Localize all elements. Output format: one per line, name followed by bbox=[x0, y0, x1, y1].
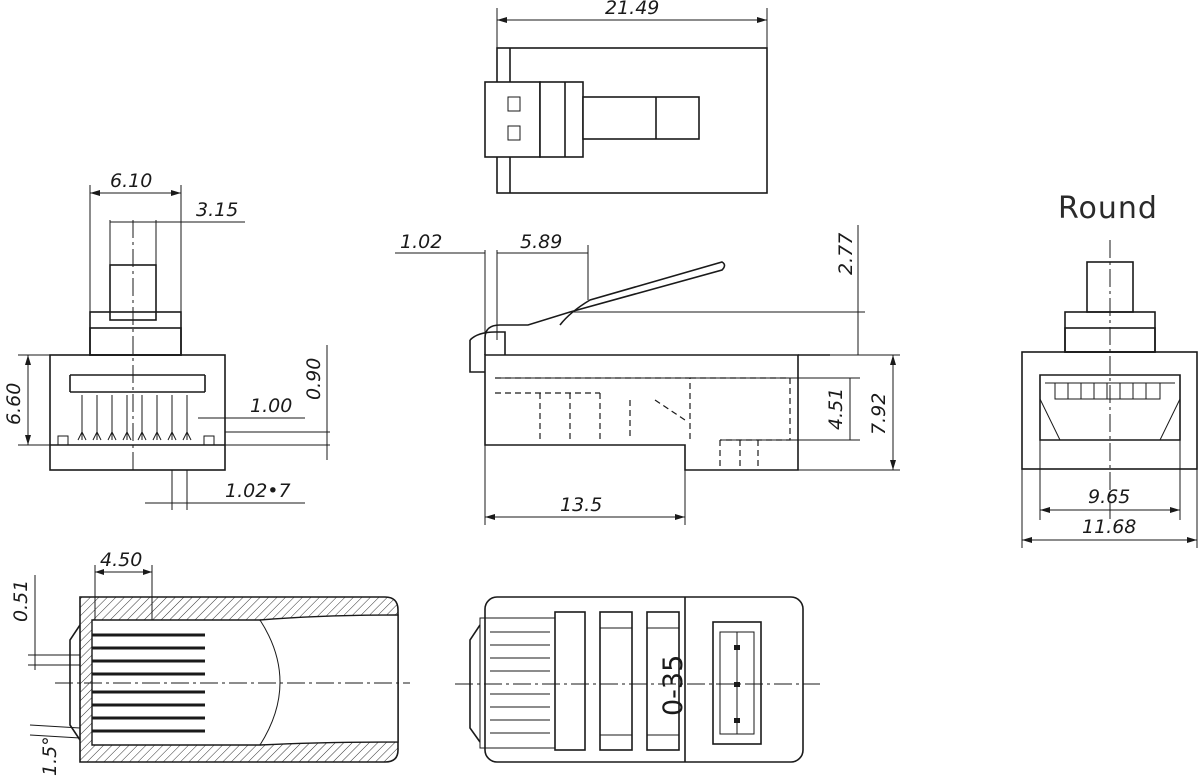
top-view: 21.49 bbox=[484, 0, 768, 194]
dim-front-pitch: 1.02•7 bbox=[225, 480, 291, 502]
front-view: 6.10 3.15 6.60 0.90 1.00 1.02•7 bbox=[3, 170, 330, 510]
part-marking: 0-35 bbox=[658, 655, 689, 716]
dim-front-width: 6.10 bbox=[110, 170, 152, 192]
dim-side-total-height: 7.92 bbox=[868, 393, 890, 435]
round-contacts bbox=[1054, 382, 1161, 400]
dim-side-offset: 5.89 bbox=[520, 231, 562, 253]
section-view: 4.50 0.51 1.5° bbox=[10, 549, 410, 776]
bottom-contacts bbox=[490, 631, 550, 734]
dim-section-depth: 4.50 bbox=[100, 549, 142, 571]
dim-round-outer: 11.68 bbox=[1082, 516, 1136, 538]
dim-side-latch-height: 2.77 bbox=[835, 233, 857, 275]
side-view: 1.02 5.89 2.77 4.51 7.92 13.5 bbox=[395, 225, 900, 525]
dim-side-tip: 1.02 bbox=[400, 231, 442, 253]
dim-front-latch: 3.15 bbox=[196, 199, 238, 221]
dim-section-angle: 1.5° bbox=[39, 736, 61, 776]
dim-side-body-height: 4.51 bbox=[825, 388, 847, 430]
round-view: Round 9.65 11.68 bbox=[1021, 191, 1198, 548]
front-contacts bbox=[57, 395, 215, 446]
bottom-view: 0-35 bbox=[455, 596, 820, 763]
dim-section-wall: 0.51 bbox=[10, 580, 32, 622]
dim-round-inner: 9.65 bbox=[1088, 486, 1130, 508]
dim-front-contact-width: 1.00 bbox=[250, 395, 292, 417]
dim-front-contact-height: 0.90 bbox=[303, 358, 325, 400]
dim-front-height: 6.60 bbox=[3, 383, 25, 425]
dim-top-width: 21.49 bbox=[605, 0, 659, 19]
dim-side-length: 13.5 bbox=[560, 494, 602, 516]
round-label: Round bbox=[1058, 191, 1158, 226]
section-contacts bbox=[92, 633, 205, 733]
